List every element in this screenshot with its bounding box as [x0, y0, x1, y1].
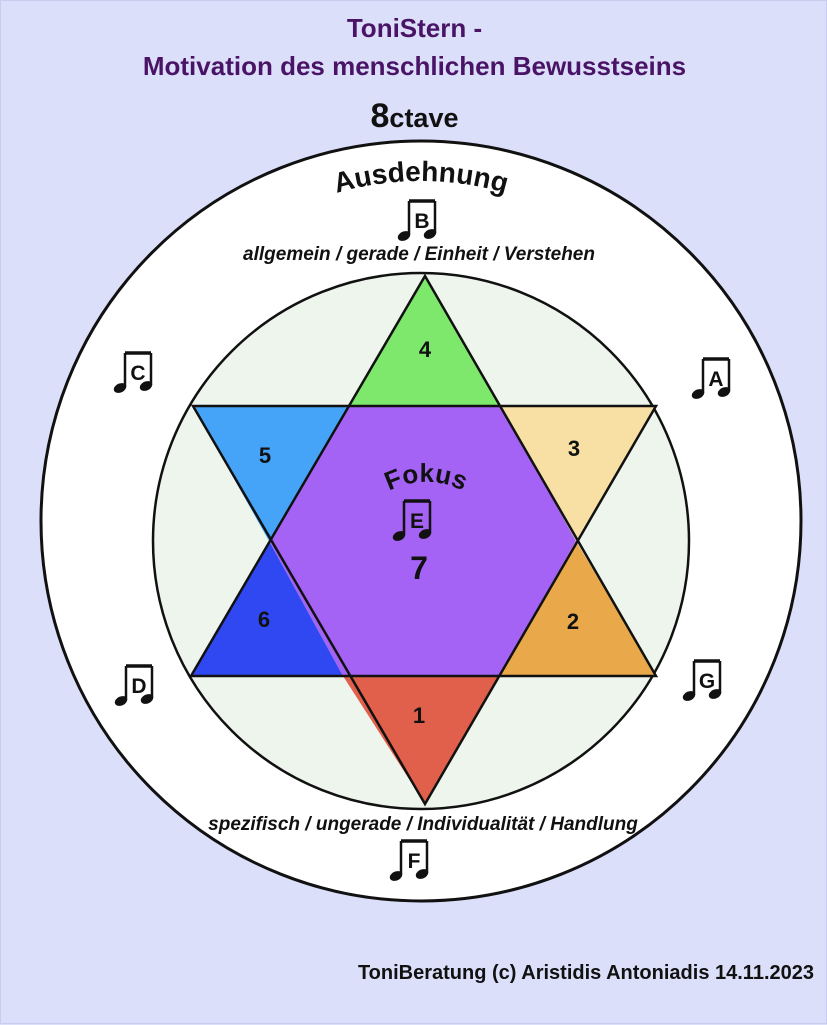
note-letter: C [130, 362, 145, 385]
triangle-2 [499, 541, 656, 676]
octave-prefix: 8 [370, 97, 390, 135]
note-letter: E [410, 510, 424, 533]
triangle-5-number: 5 [259, 443, 271, 468]
note-head-left [114, 696, 128, 706]
triangle-1-number: 1 [413, 703, 425, 728]
triangle-1 [343, 676, 499, 804]
title-line-1: ToniStern - [346, 13, 483, 43]
center-hexagon [269, 406, 576, 676]
triangle-6 [191, 541, 343, 676]
note-head-right [139, 381, 153, 391]
top-descriptor: allgemein / gerade / Einheit / Verstehen [243, 244, 595, 265]
note-letter: F [408, 850, 421, 873]
note-head-right [140, 694, 154, 704]
triangle-2-number: 2 [567, 609, 579, 634]
star-triangle-down-outline [190, 404, 659, 807]
note-head-left [392, 531, 406, 541]
octave-heading: 8ctave [1, 97, 827, 136]
note-head-left [113, 383, 127, 393]
note-head-left [397, 231, 411, 241]
bottom-descriptor: spezifisch / ungerade / Individualität /… [208, 814, 638, 835]
note-head-right [708, 689, 722, 699]
triangle-3-number: 3 [568, 436, 580, 461]
note-head-right [423, 229, 437, 239]
music-note-icon-b: B [397, 199, 437, 241]
title-line-2: Motivation des menschlichen Bewusstseins [142, 51, 687, 81]
octave-suffix: ctave [389, 103, 459, 133]
music-note-icon-a: A [691, 357, 731, 399]
note-head-right [415, 869, 429, 879]
triangle-6-number: 6 [258, 607, 270, 632]
music-note-icon-g: G [682, 659, 722, 701]
center-number: 7 [410, 550, 428, 586]
triangle-4-number: 4 [419, 337, 432, 362]
triangle-3 [501, 406, 656, 541]
music-note-icon-c: C [113, 351, 153, 393]
note-letter: G [699, 670, 715, 693]
note-head-right [418, 529, 432, 539]
music-note-icon-d: D [114, 664, 154, 706]
note-head-left [691, 389, 705, 399]
note-letter: B [414, 210, 429, 233]
star-triangle-up-outline [188, 273, 659, 678]
note-head-left [682, 691, 696, 701]
note-letter: D [131, 675, 146, 698]
note-letter: A [708, 368, 723, 391]
note-head-right [717, 387, 731, 397]
triangle-4 [348, 276, 501, 406]
note-head-left [389, 871, 403, 881]
music-note-icon-e: E [392, 499, 432, 541]
triangle-5 [193, 406, 348, 541]
footer-credit: ToniBeratung (c) Aristidis Antoniadis 14… [357, 962, 814, 984]
music-note-icon-f: F [389, 839, 429, 881]
